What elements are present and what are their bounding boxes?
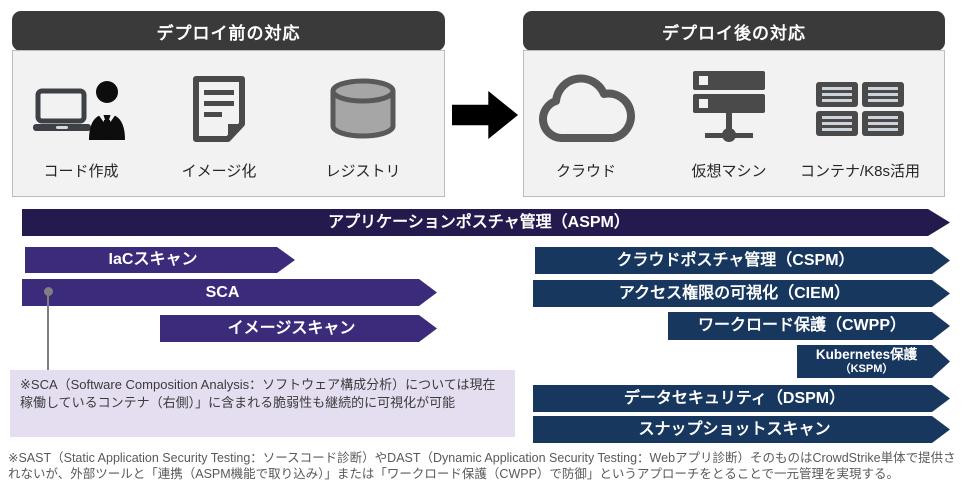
stage-containers-label: コンテナ/K8s活用 bbox=[799, 163, 920, 180]
banner-dspm: データセキュリティ（DSPM） bbox=[533, 385, 950, 412]
cloud-icon bbox=[533, 57, 639, 160]
banner-iac-scan: IaCスキャン bbox=[25, 247, 295, 273]
stage-registry: レジストリ bbox=[300, 57, 426, 189]
banner-snapshot-scan: スナップショットスキャン bbox=[533, 416, 950, 443]
document-icon bbox=[190, 57, 248, 160]
post-deploy-panel: クラウド 仮想マシン bbox=[523, 50, 945, 197]
banner-aspm: アプリケーションポスチャ管理（ASPM） bbox=[22, 209, 950, 236]
stage-registry-label: レジストリ bbox=[325, 163, 401, 180]
banner-kspm-line1: Kubernetes保護 bbox=[815, 347, 918, 363]
sca-callout-note: ※SCA（Software Composition Analysis：ソフトウェ… bbox=[10, 370, 515, 437]
pre-deploy-header: デプロイ前の対応 bbox=[12, 11, 445, 51]
post-deploy-header: デプロイ後の対応 bbox=[523, 11, 945, 51]
containers-icon bbox=[814, 57, 906, 160]
banner-image-scan: イメージスキャン bbox=[160, 315, 437, 342]
banner-kspm-line2: （KSPM） bbox=[839, 362, 894, 375]
banner-cwpp: ワークロード保護（CWPP） bbox=[668, 312, 950, 340]
laptop-person-icon bbox=[33, 57, 129, 160]
callout-anchor-dot bbox=[44, 287, 53, 296]
stage-cloud: クラウド bbox=[524, 57, 648, 189]
server-icon bbox=[689, 57, 769, 160]
stage-vm: 仮想マシン bbox=[667, 57, 791, 189]
flow-arrow-icon bbox=[452, 91, 518, 139]
footnote-text: ※SAST（Static Application Security Testin… bbox=[8, 451, 956, 482]
banner-sca: SCA bbox=[22, 279, 437, 306]
banner-ciem: アクセス権限の可視化（CIEM） bbox=[533, 280, 950, 307]
pre-deploy-panel: コード作成 イメージ化 レジストリ bbox=[12, 50, 445, 197]
stage-containers: コンテナ/K8s活用 bbox=[779, 57, 941, 189]
post-deploy-title: デプロイ後の対応 bbox=[662, 23, 806, 43]
stage-code-label: コード作成 bbox=[43, 163, 119, 180]
stage-image-label: イメージ化 bbox=[181, 163, 257, 180]
banner-kspm: Kubernetes保護 （KSPM） bbox=[797, 345, 950, 378]
stage-vm-label: 仮想マシン bbox=[691, 163, 767, 180]
stage-code: コード作成 bbox=[18, 57, 144, 189]
stage-image: イメージ化 bbox=[156, 57, 282, 189]
callout-connector-line bbox=[47, 294, 49, 371]
stage-cloud-label: クラウド bbox=[555, 163, 616, 180]
banner-cspm: クラウドポスチャ管理（CSPM） bbox=[535, 247, 950, 274]
pre-deploy-title: デプロイ前の対応 bbox=[156, 23, 301, 43]
database-icon bbox=[326, 57, 400, 160]
